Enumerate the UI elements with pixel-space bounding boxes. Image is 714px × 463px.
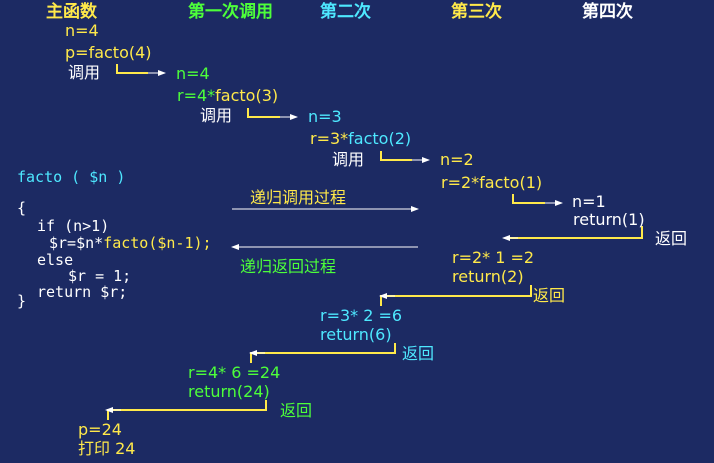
fourth-n: n=1 [572, 192, 606, 211]
code-if: if (n>1) [37, 217, 110, 235]
first-call-label: 调用 [200, 106, 233, 125]
main-call: p=facto(4) [65, 43, 152, 62]
third-return-calc: r=2* 1 =2 [452, 248, 535, 267]
second-call-label: 调用 [332, 150, 365, 169]
first-return-calc: r=4* 6 =24 [188, 363, 281, 382]
header-third-call: 第三次 [451, 2, 502, 22]
code-r-one: $r = 1; [68, 267, 132, 285]
third-r-expr: r=2*facto(1) [441, 173, 543, 192]
return-arrow-3 [250, 343, 396, 363]
fourth-return-label: 返回 [655, 229, 688, 248]
header-fourth-call: 第四次 [582, 2, 633, 22]
second-return-calc: r=3* 2 =6 [320, 306, 403, 325]
return-arrow-2 [380, 285, 532, 306]
first-return-label: 返回 [280, 401, 313, 420]
header-main: 主函数 [46, 2, 97, 22]
third-n: n=2 [440, 150, 474, 169]
return-arrow-4 [107, 400, 267, 420]
call-arrow-3 [380, 151, 412, 161]
call-arrow-4 [512, 194, 545, 204]
fourth-return: return(1) [573, 210, 645, 229]
second-return-label: 返回 [402, 344, 435, 363]
code-else: else [37, 251, 74, 269]
third-return: return(2) [452, 267, 524, 286]
main-n: n=4 [65, 21, 99, 40]
header-second-call: 第二次 [320, 2, 371, 22]
recursive-call-label: 递归调用过程 [250, 188, 347, 207]
code-signature: facto ( $n ) [17, 168, 126, 186]
second-n: n=3 [308, 107, 342, 126]
call-arrow-1 [116, 64, 148, 74]
header-first-call: 第一次调用 [188, 2, 273, 22]
code-close-brace: } [17, 292, 27, 310]
main-call-label: 调用 [68, 63, 101, 82]
second-return: return(6) [320, 325, 392, 344]
main-print: 打印 24 [78, 439, 136, 458]
recursive-return-label: 递归返回过程 [240, 257, 337, 276]
code-return: return $r; [37, 283, 128, 301]
first-r-expr: r=4*facto(3) [177, 86, 279, 105]
first-n: n=4 [176, 64, 210, 83]
first-return: return(24) [188, 382, 270, 401]
call-arrow-2 [247, 108, 280, 118]
main-p-result: p=24 [78, 420, 122, 439]
code-r-assign: $r=$n*facto($n-1); [49, 234, 212, 252]
third-return-label: 返回 [533, 286, 566, 305]
code-open-brace: { [17, 199, 27, 217]
second-r-expr: r=3*facto(2) [310, 129, 412, 148]
